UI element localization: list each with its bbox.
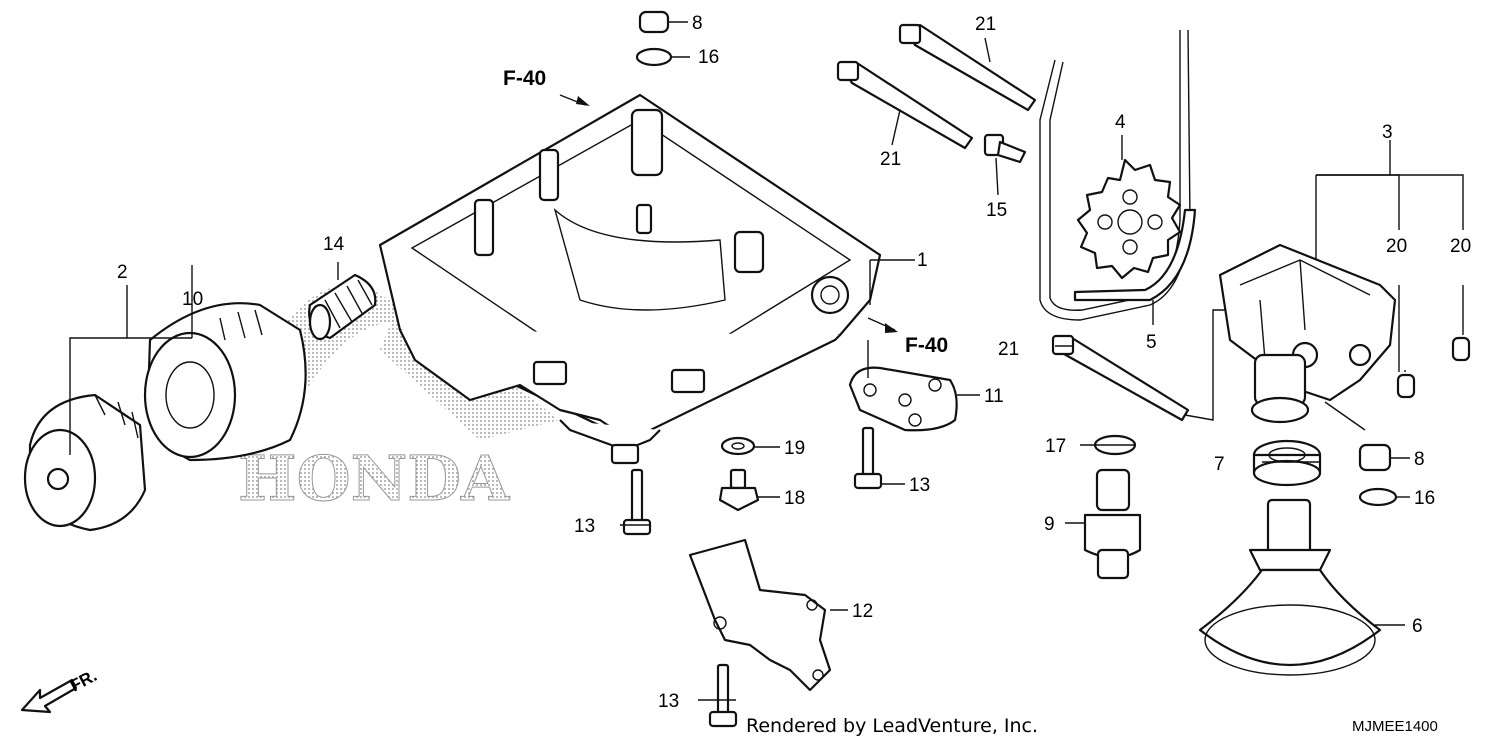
diagram-code: MJMEE1400 bbox=[1352, 718, 1438, 735]
callout-17: 17 bbox=[1045, 436, 1066, 457]
drain-bolt bbox=[718, 468, 760, 512]
front-direction-indicator: FR. bbox=[20, 666, 100, 714]
drive-chain bbox=[1039, 29, 1197, 321]
bolt-13-a bbox=[622, 468, 652, 536]
callout-5: 5 bbox=[1146, 332, 1157, 353]
callout-21-top: 21 bbox=[975, 14, 996, 35]
bolt-13-b bbox=[853, 426, 883, 490]
callout-21-lower: 21 bbox=[998, 339, 1019, 360]
callout-3: 3 bbox=[1382, 122, 1393, 143]
dowel-8-right bbox=[1358, 443, 1392, 472]
o-ring-16-right bbox=[1358, 487, 1398, 507]
bolt-21-middle bbox=[836, 60, 974, 150]
callout-8-right: 8 bbox=[1414, 449, 1425, 470]
bolt-21-lower bbox=[1051, 334, 1190, 422]
dowel-20-a bbox=[1396, 373, 1416, 399]
oil-strainer bbox=[1198, 498, 1382, 676]
dowel-20-b bbox=[1451, 336, 1471, 362]
callout-15: 15 bbox=[986, 200, 1007, 221]
callout-6: 6 bbox=[1412, 616, 1423, 637]
bolt-13-c bbox=[708, 663, 738, 728]
callout-13-b: 13 bbox=[909, 475, 930, 496]
bolt-21-top bbox=[898, 23, 1037, 112]
callout-1: 1 bbox=[917, 250, 928, 271]
oil-pump bbox=[1218, 243, 1397, 424]
reference-f40-top: F-40 bbox=[503, 67, 590, 106]
callout-labels: 1 2 3 4 5 6 7 8 8 9 10 11 12 13 13 13 14… bbox=[117, 13, 1471, 712]
gasket-plate bbox=[848, 366, 958, 432]
baffle-plate bbox=[688, 538, 832, 692]
front-arrow-icon bbox=[20, 678, 78, 714]
callout-13-c: 13 bbox=[658, 691, 679, 712]
sprocket bbox=[1076, 158, 1182, 280]
callout-12: 12 bbox=[852, 601, 873, 622]
reference-label: F-40 bbox=[905, 334, 948, 357]
callout-10: 10 bbox=[182, 289, 203, 310]
reference-label: F-40 bbox=[503, 67, 546, 90]
callout-4: 4 bbox=[1115, 112, 1126, 133]
oil-pipe bbox=[308, 273, 377, 341]
oil-filter bbox=[143, 302, 307, 462]
o-ring-16-top bbox=[635, 47, 673, 67]
relief-valve bbox=[1083, 468, 1142, 580]
callout-11: 11 bbox=[984, 386, 1004, 407]
callout-19: 19 bbox=[784, 438, 805, 459]
watermark-text: HONDA bbox=[238, 442, 510, 515]
callout-16-top: 16 bbox=[698, 47, 719, 68]
oil-pan bbox=[378, 93, 882, 465]
callout-13-a: 13 bbox=[574, 516, 595, 537]
callout-9: 9 bbox=[1044, 514, 1055, 535]
callout-20-b: 20 bbox=[1450, 236, 1471, 257]
render-credit: Rendered by LeadVenture, Inc. bbox=[746, 715, 1038, 737]
callout-18: 18 bbox=[784, 488, 805, 509]
callout-8-top: 8 bbox=[692, 13, 703, 34]
callout-7: 7 bbox=[1214, 454, 1225, 475]
dowel-8-top bbox=[638, 10, 670, 34]
filter-cap bbox=[23, 393, 147, 532]
callout-21-middle: 21 bbox=[880, 149, 901, 170]
seal-7 bbox=[1252, 439, 1322, 487]
reference-f40-right: F-40 bbox=[885, 323, 948, 357]
drain-washer bbox=[720, 436, 756, 456]
bolt-15 bbox=[983, 133, 1027, 164]
callout-16-right: 16 bbox=[1414, 488, 1435, 509]
callout-20-a: 20 bbox=[1386, 236, 1407, 257]
callout-2: 2 bbox=[117, 262, 128, 283]
callout-14: 14 bbox=[323, 234, 345, 255]
